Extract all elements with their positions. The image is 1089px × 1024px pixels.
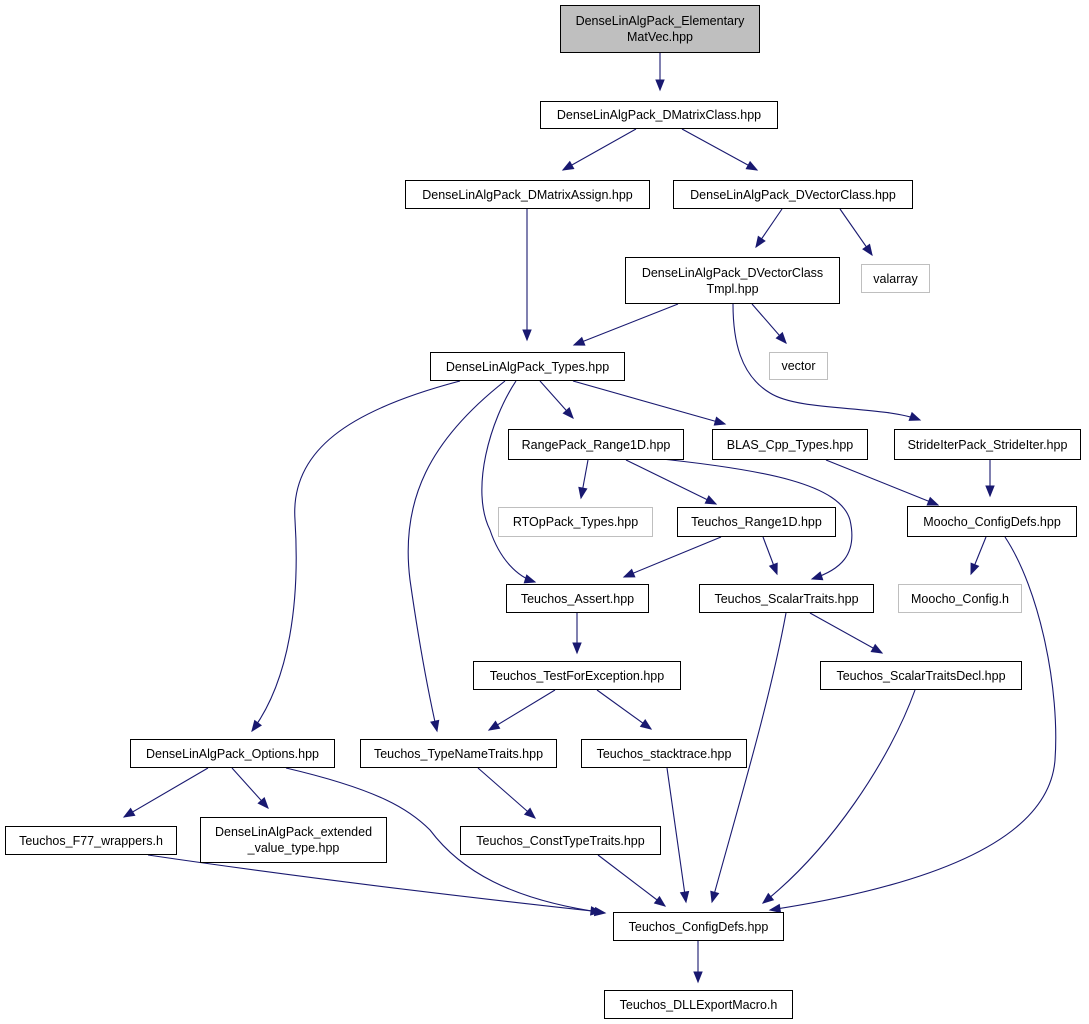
node-dmatrixclass[interactable]: DenseLinAlgPack_DMatrixClass.hpp — [540, 101, 778, 129]
node-scalartraitsdecl[interactable]: Teuchos_ScalarTraitsDecl.hpp — [820, 661, 1022, 690]
edge-assert-to-testforexception-arrowhead — [572, 642, 582, 655]
edge-testforexception-to-typenametraits-arrowhead — [487, 720, 501, 731]
edge-types-to-blas-arrowhead — [713, 416, 727, 426]
edge-f77-to-teuchos-configdefs-arrowhead — [590, 906, 603, 916]
edge-moocho-configdefs-to-teuchos-configdefs-arrowhead — [768, 903, 782, 914]
edge-blas-to-moocho-configdefs-arrowhead — [926, 496, 940, 506]
edge-scalartraits-to-scalartraitsdecl-arrowhead — [870, 643, 884, 654]
edge-options-to-f77-arrowhead — [122, 807, 136, 818]
edge-scalartraitsdecl-to-teuchos-configdefs — [762, 689, 916, 904]
node-types[interactable]: DenseLinAlgPack_Types.hpp — [430, 352, 625, 381]
node-dmatrixassign[interactable]: DenseLinAlgPack_DMatrixAssign.hpp — [405, 180, 650, 209]
edge-range1d-to-teuchos-range1d — [625, 459, 717, 505]
node-dvectorclass[interactable]: DenseLinAlgPack_DVectorClass.hpp — [673, 180, 913, 209]
node-valarray[interactable]: valarray — [861, 264, 930, 293]
edge-scalartraits-to-teuchos-configdefs-arrowhead — [710, 890, 720, 904]
edge-dvectorclasstmpl-to-strideiter — [732, 303, 921, 421]
edge-types-to-assert — [481, 380, 536, 583]
edge-moocho-configdefs-to-moocho-config-arrowhead — [970, 562, 980, 576]
node-moocho-config[interactable]: Moocho_Config.h — [898, 584, 1022, 613]
edge-dvectorclass-to-dvectorclasstmpl-arrowhead — [755, 235, 766, 249]
edge-testforexception-to-stacktrace-arrowhead — [639, 719, 653, 730]
edge-types-to-typenametraits — [407, 380, 506, 732]
node-moocho-configdefs[interactable]: Moocho_ConfigDefs.hpp — [907, 506, 1077, 537]
edge-dvectorclasstmpl-to-types-arrowhead — [572, 336, 586, 346]
edge-scalartraits-to-teuchos-configdefs — [711, 612, 787, 903]
node-strideiter[interactable]: StrideIterPack_StrideIter.hpp — [894, 429, 1081, 460]
edge-range1d-to-scalartraits-arrowhead — [810, 571, 824, 581]
edge-options-to-extended-arrowhead — [257, 797, 269, 810]
edge-dmatrixclass-to-dmatrixassign-arrowhead — [561, 160, 575, 171]
node-options[interactable]: DenseLinAlgPack_Options.hpp — [130, 739, 335, 768]
edge-typenametraits-to-consttypetraits-arrowhead — [523, 807, 537, 819]
node-typenametraits[interactable]: Teuchos_TypeNameTraits.hpp — [360, 739, 557, 768]
node-scalartraits[interactable]: Teuchos_ScalarTraits.hpp — [699, 584, 874, 613]
node-consttypetraits[interactable]: Teuchos_ConstTypeTraits.hpp — [460, 826, 661, 855]
edge-types-to-typenametraits-arrowhead — [430, 719, 440, 733]
edge-dvectorclasstmpl-to-strideiter-arrowhead — [908, 411, 922, 421]
edge-types-to-options — [251, 380, 461, 732]
edge-f77-to-teuchos-configdefs — [147, 854, 602, 913]
node-f77-wrappers[interactable]: Teuchos_F77_wrappers.h — [5, 826, 177, 855]
edge-dvectorclasstmpl-to-types — [573, 303, 679, 346]
node-extended-value-type[interactable]: DenseLinAlgPack_extended _value_type.hpp — [200, 817, 387, 863]
edge-dmatrixclass-to-dvectorclass — [681, 128, 758, 171]
node-vector[interactable]: vector — [769, 352, 828, 380]
node-stacktrace[interactable]: Teuchos_stacktrace.hpp — [581, 739, 747, 768]
edge-dvectorclasstmpl-to-vector-arrowhead — [775, 331, 787, 345]
edge-elementary-to-dmatrixclass-arrowhead — [655, 79, 665, 92]
node-blas[interactable]: BLAS_Cpp_Types.hpp — [712, 429, 868, 460]
edge-range1d-to-teuchos-range1d-arrowhead — [704, 495, 718, 505]
edge-dmatrixclass-to-dmatrixassign — [562, 128, 637, 171]
edge-consttypetraits-to-teuchos-configdefs — [597, 854, 666, 907]
edge-dmatrixassign-to-types-arrowhead — [522, 329, 532, 342]
edge-stacktrace-to-teuchos-configdefs — [666, 767, 687, 903]
edge-teuchos-configdefs-to-dllexport-arrowhead — [693, 971, 703, 984]
edge-range1d-to-rtoptypes-arrowhead — [578, 486, 588, 500]
edge-stacktrace-to-teuchos-configdefs-arrowhead — [679, 890, 690, 904]
edge-testforexception-to-stacktrace — [596, 689, 652, 730]
edge-options-to-f77 — [123, 767, 209, 818]
edge-teuchos-range1d-to-assert — [623, 536, 722, 578]
edge-dmatrixclass-to-dvectorclass-arrowhead — [745, 160, 759, 171]
node-teuchos-configdefs[interactable]: Teuchos_ConfigDefs.hpp — [613, 912, 784, 941]
edge-teuchos-range1d-to-scalartraits-arrowhead — [768, 562, 778, 576]
edge-types-to-options-arrowhead — [251, 719, 262, 733]
edge-consttypetraits-to-teuchos-configdefs-arrowhead — [653, 895, 667, 907]
edge-options-to-teuchos-configdefs — [285, 767, 606, 914]
edge-types-to-assert-arrowhead — [523, 574, 537, 584]
edge-typenametraits-to-consttypetraits — [477, 767, 536, 819]
edge-types-to-blas — [572, 380, 726, 425]
node-range1d[interactable]: RangePack_Range1D.hpp — [508, 429, 684, 460]
node-dvectorclasstmpl[interactable]: DenseLinAlgPack_DVectorClass Tmpl.hpp — [625, 257, 840, 304]
edge-blas-to-moocho-configdefs — [825, 459, 939, 506]
edge-scalartraitsdecl-to-teuchos-configdefs-arrowhead — [761, 892, 775, 904]
node-dllexport-macro[interactable]: Teuchos_DLLExportMacro.h — [604, 990, 793, 1019]
edge-range1d-to-scalartraits — [651, 457, 853, 580]
edge-dvectorclass-to-valarray-arrowhead — [862, 243, 873, 257]
edge-strideiter-to-moocho-configdefs-arrowhead — [985, 485, 995, 498]
edge-teuchos-range1d-to-assert-arrowhead — [622, 568, 636, 578]
node-rtoptypes[interactable]: RTOpPack_Types.hpp — [498, 507, 653, 537]
edge-scalartraits-to-scalartraitsdecl — [809, 612, 883, 654]
node-elementary-matvec[interactable]: DenseLinAlgPack_Elementary MatVec.hpp — [560, 5, 760, 53]
node-testforexception[interactable]: Teuchos_TestForException.hpp — [473, 661, 681, 690]
edge-types-to-range1d-arrowhead — [562, 407, 574, 420]
edge-testforexception-to-typenametraits — [488, 689, 556, 731]
node-teuchos-assert[interactable]: Teuchos_Assert.hpp — [506, 584, 649, 613]
node-teuchos-range1d[interactable]: Teuchos_Range1D.hpp — [677, 507, 836, 537]
edge-moocho-configdefs-to-teuchos-configdefs — [769, 536, 1057, 911]
